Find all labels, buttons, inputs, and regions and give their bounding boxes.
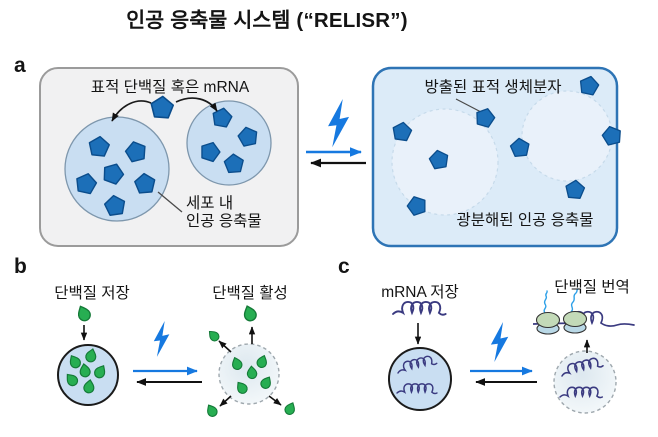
protein-icon (282, 400, 298, 417)
released-callout-line (455, 98, 482, 113)
reaction-a (306, 99, 366, 168)
protein-activity-label: 단백질 활성 (212, 285, 288, 302)
ghost-condensate-small (521, 90, 613, 182)
protein-storage-diagram (57, 303, 119, 406)
nascent-chain-icon (543, 290, 548, 314)
protein-icon (203, 402, 220, 419)
condensate-small (186, 100, 272, 186)
partition-arrow-left (111, 100, 152, 122)
protein-icon (74, 303, 93, 324)
lightning-icon (153, 321, 170, 357)
panel-c-label: c (338, 255, 350, 278)
callout-line1: 세포 내 (186, 195, 234, 212)
protein-release-diagram (203, 303, 298, 419)
protein-icon (241, 303, 259, 324)
release-arrow-downleft (219, 395, 232, 407)
lightning-icon (328, 99, 350, 148)
nascent-chain-icon (570, 288, 579, 313)
lightning-icon (490, 322, 509, 363)
mrna-storage-diagram (388, 301, 452, 411)
condensate-large (64, 116, 170, 222)
protein-translation-diagram (532, 288, 635, 414)
dissolved-cell-box (371, 66, 624, 248)
release-arrow-upleft (218, 340, 232, 353)
intact-box-top-label: 표적 단백질 혹은 mRNA (90, 79, 250, 96)
figure-title: 인공 응축물 시스템 (“RELISR”) (126, 9, 408, 32)
reaction-c (470, 322, 537, 386)
panel-b-label: b (14, 255, 27, 278)
dissolved-box-bottom-label: 광분해된 인공 응축물 (456, 212, 594, 229)
partition-arrow-right (175, 97, 218, 112)
mrna-icon (392, 301, 447, 316)
reaction-b (133, 321, 202, 386)
ribosome-icon (535, 311, 561, 335)
protein-icon (205, 327, 222, 344)
protein-translation-label: 단백질 번역 (554, 279, 630, 296)
release-arrow-downright (268, 395, 282, 406)
dissolved-box-top-label: 방출된 표적 생체분자 (424, 79, 562, 96)
callout-line2: 인공 응축물 (186, 213, 262, 230)
panel-a-label: a (14, 54, 26, 77)
callout-line (157, 191, 183, 213)
protein-storage-label: 단백질 저장 (54, 285, 130, 302)
ribosome-icon (562, 310, 588, 334)
mrna-storage-label: mRNA 저장 (381, 284, 459, 301)
